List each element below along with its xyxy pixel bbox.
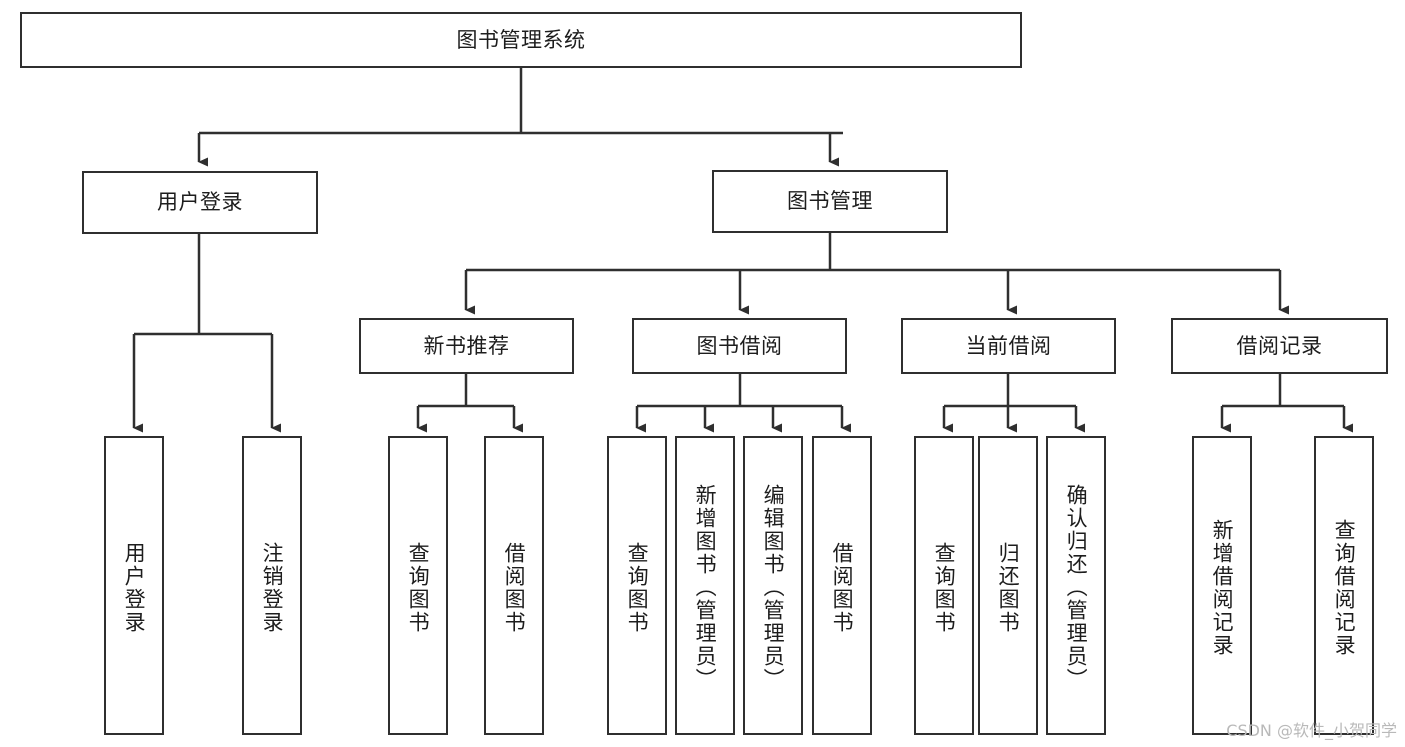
leaf-label: 借阅图书 (502, 541, 527, 634)
leaf-user-login[interactable]: 用户登录 (104, 436, 164, 735)
leaf-label: 查询图书 (406, 541, 431, 634)
node-label: 图书管理系统 (456, 27, 586, 52)
node-label: 图书管理 (787, 189, 873, 214)
leaf-br-query-record[interactable]: 查询借阅记录 (1314, 436, 1374, 735)
leaf-logout[interactable]: 注销登录 (242, 436, 302, 735)
node-label: 新书推荐 (423, 333, 510, 358)
leaf-label: 借阅图书 (830, 541, 855, 634)
leaf-nb-borrow-book[interactable]: 借阅图书 (484, 436, 544, 735)
leaf-label: 查询图书 (932, 541, 957, 634)
leaf-label: 归还图书 (996, 541, 1021, 634)
leaf-br-add-record[interactable]: 新增借阅记录 (1192, 436, 1252, 735)
node-current-borrow[interactable]: 当前借阅 (901, 318, 1116, 374)
leaf-nb-query-book[interactable]: 查询图书 (388, 436, 448, 735)
leaf-bb-add-book-admin[interactable]: 新增图书（管理员） (675, 436, 735, 735)
leaf-bb-edit-book-admin[interactable]: 编辑图书（管理员） (743, 436, 803, 735)
node-label: 借阅记录 (1236, 333, 1323, 358)
leaf-label: 用户登录 (122, 541, 147, 634)
node-label: 用户登录 (157, 190, 243, 215)
leaf-bb-borrow-book[interactable]: 借阅图书 (812, 436, 872, 735)
leaf-label: 查询图书 (625, 541, 650, 634)
leaf-label: 查询借阅记录 (1332, 518, 1357, 657)
leaf-label: 新增图书（管理员） (693, 484, 718, 691)
node-borrow-record[interactable]: 借阅记录 (1171, 318, 1388, 374)
leaf-label: 编辑图书（管理员） (761, 484, 786, 691)
leaf-label: 新增借阅记录 (1210, 518, 1235, 657)
node-book-management[interactable]: 图书管理 (712, 170, 948, 233)
leaf-bb-query-book[interactable]: 查询图书 (607, 436, 667, 735)
leaf-label: 确认归还（管理员） (1064, 484, 1089, 691)
watermark: CSDN @软件_小贺同学 (1226, 721, 1397, 740)
leaf-cb-return-book[interactable]: 归还图书 (978, 436, 1038, 735)
leaf-label: 注销登录 (260, 541, 285, 634)
node-label: 图书借阅 (696, 333, 783, 358)
node-label: 当前借阅 (965, 333, 1052, 358)
node-book-borrow[interactable]: 图书借阅 (632, 318, 847, 374)
node-new-book-recommend[interactable]: 新书推荐 (359, 318, 574, 374)
leaf-cb-confirm-return-admin[interactable]: 确认归还（管理员） (1046, 436, 1106, 735)
leaf-cb-query-book[interactable]: 查询图书 (914, 436, 974, 735)
node-root-system[interactable]: 图书管理系统 (20, 12, 1022, 68)
node-user-login[interactable]: 用户登录 (82, 171, 318, 234)
